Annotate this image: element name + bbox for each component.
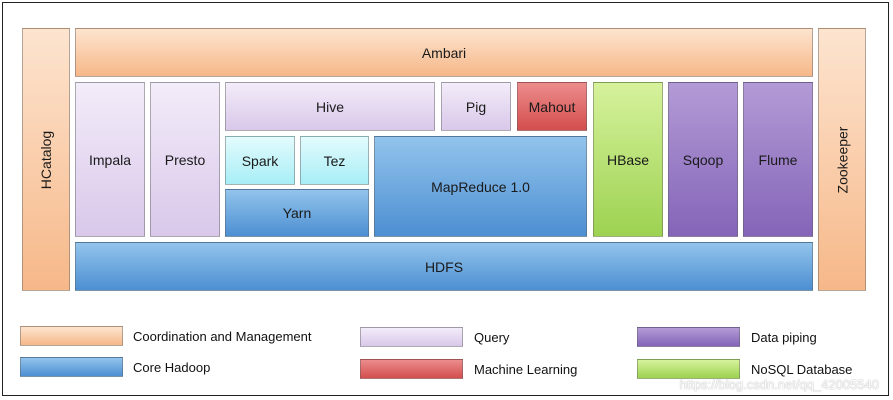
mapreduce-label: MapReduce 1.0 [431, 178, 530, 195]
ambari-block: Ambari [75, 28, 813, 77]
watermark-text: https://blog.csdn.net/qq_42005540 [679, 377, 880, 392]
mahout-label: Mahout [528, 98, 576, 115]
legend-label-machine-learning: Machine Learning [474, 362, 578, 377]
presto-label: Presto [164, 151, 206, 168]
sqoop-label: Sqoop [682, 151, 724, 168]
tez-block: Tez [300, 136, 369, 185]
spark-label: Spark [241, 152, 279, 169]
presto-block: Presto [150, 82, 220, 237]
impala-block: Impala [75, 82, 145, 237]
legend-swatch-query [360, 327, 463, 347]
impala-label: Impala [88, 151, 132, 168]
pig-label: Pig [465, 98, 487, 115]
legend-swatch-data-piping [637, 327, 740, 347]
hcatalog-block: HCatalog [22, 28, 70, 291]
sqoop-block: Sqoop [668, 82, 738, 237]
legend-label-data-piping: Data piping [751, 330, 817, 345]
hdfs-label: HDFS [424, 258, 464, 275]
hbase-label: HBase [606, 151, 650, 168]
legend-swatch-nosql [637, 359, 740, 379]
hive-block: Hive [225, 82, 435, 131]
legend-swatch-core-hadoop [20, 357, 123, 377]
tez-label: Tez [323, 152, 346, 169]
hive-label: Hive [315, 98, 344, 115]
flume-label: Flume [758, 151, 798, 168]
legend-swatch-machine-learning [360, 359, 463, 379]
legend-label-coordination: Coordination and Management [133, 329, 312, 344]
pig-block: Pig [441, 82, 511, 131]
zookeeper-block: Zookeeper [818, 28, 866, 291]
spark-block: Spark [225, 136, 295, 185]
legend-swatch-coordination [20, 326, 123, 346]
flume-block: Flume [743, 82, 813, 237]
hdfs-block: HDFS [75, 242, 813, 291]
legend-label-query: Query [474, 330, 510, 345]
legend-label-nosql: NoSQL Database [751, 362, 853, 377]
legend-label-core-hadoop: Core Hadoop [133, 360, 211, 375]
hcatalog-label: HCatalog [38, 130, 54, 189]
mahout-block: Mahout [517, 82, 587, 131]
hbase-block: HBase [593, 82, 663, 237]
zookeeper-label: Zookeeper [834, 126, 850, 193]
ambari-label: Ambari [421, 44, 467, 61]
mapreduce-block: MapReduce 1.0 [374, 136, 587, 237]
yarn-label: Yarn [282, 205, 312, 221]
yarn-block: Yarn [225, 189, 369, 237]
